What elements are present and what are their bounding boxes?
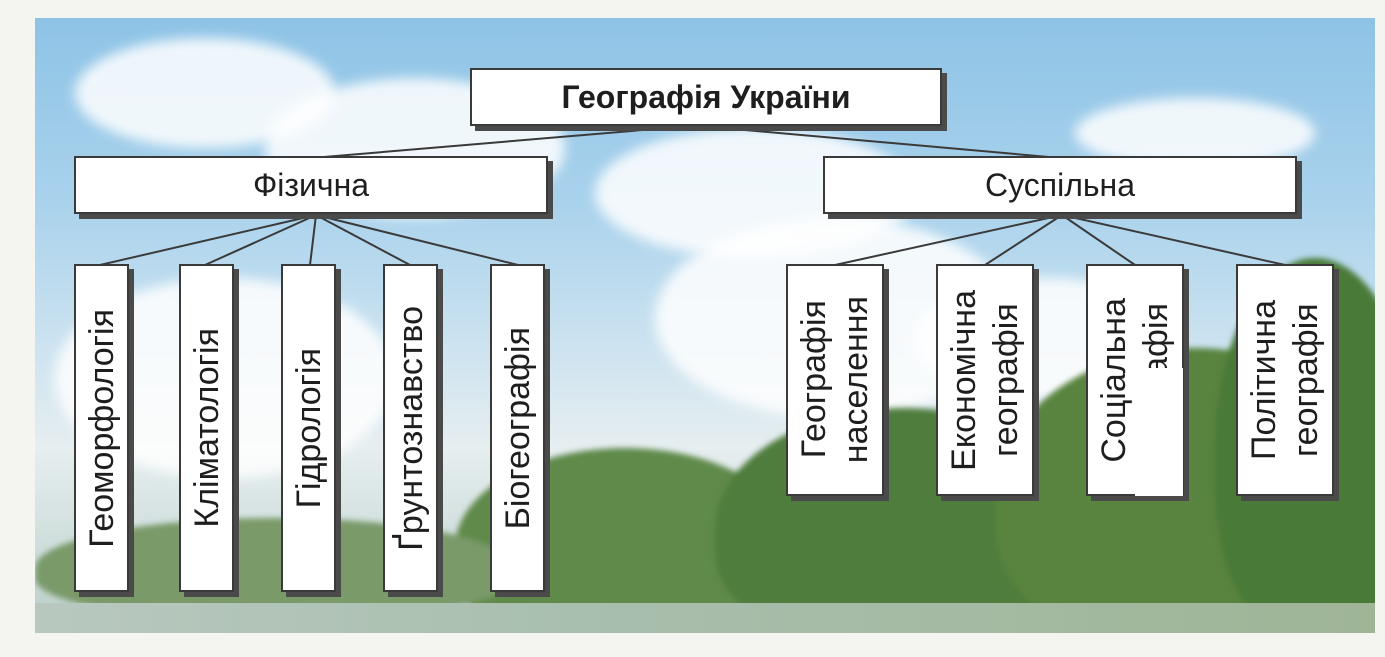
leaf-node-geomorfologiia: Геоморфологія xyxy=(74,264,129,592)
leaf-node-label: Кліматологія xyxy=(187,328,226,528)
connector-suspilna-ekonomichna xyxy=(984,214,1063,266)
leaf-node-label: Біогеографія xyxy=(498,326,537,530)
connector-fizychna-klimatologiia xyxy=(204,214,317,266)
connector-fizychna-biogeografiia xyxy=(315,214,519,266)
connector-fizychna-hidrologiia xyxy=(309,214,317,266)
root-node-label: Географія України xyxy=(561,78,851,115)
connector-root-fizychna xyxy=(311,125,691,159)
connector-fizychna-geomorfologiia xyxy=(99,214,317,266)
connector-suspilna-politychna xyxy=(1061,214,1286,266)
branch-node-fizychna: Фізична xyxy=(74,156,548,214)
connector-suspilna-heohrafiia-naselennia xyxy=(834,214,1063,266)
root-node: Географія України xyxy=(470,68,942,126)
leaf-node-label: Ґрунтознавство xyxy=(391,305,430,551)
connector-root-suspilna xyxy=(699,125,1061,159)
branch-node-label: Суспільна xyxy=(985,166,1135,203)
print-defect-patch xyxy=(1135,368,1183,496)
leaf-node-gruntoznavstvo: Ґрунтознавство xyxy=(383,264,438,592)
branch-node-suspilna: Суспільна xyxy=(823,156,1297,214)
river-water xyxy=(35,603,1375,633)
leaf-node-label: Геоморфологія xyxy=(82,308,121,548)
leaf-node-hidrologiia: Гідрологія xyxy=(281,264,336,592)
leaf-node-biogeografiia: Біогеографія xyxy=(490,264,545,592)
branch-node-label: Фізична xyxy=(252,166,370,203)
connector-fizychna-gruntoznavstvo xyxy=(315,214,411,266)
connector-suspilna-sotsialna xyxy=(1061,214,1136,266)
leaf-node-klimatologiia: Кліматологія xyxy=(179,264,234,592)
leaf-node-label: Гідрологія xyxy=(289,347,328,509)
